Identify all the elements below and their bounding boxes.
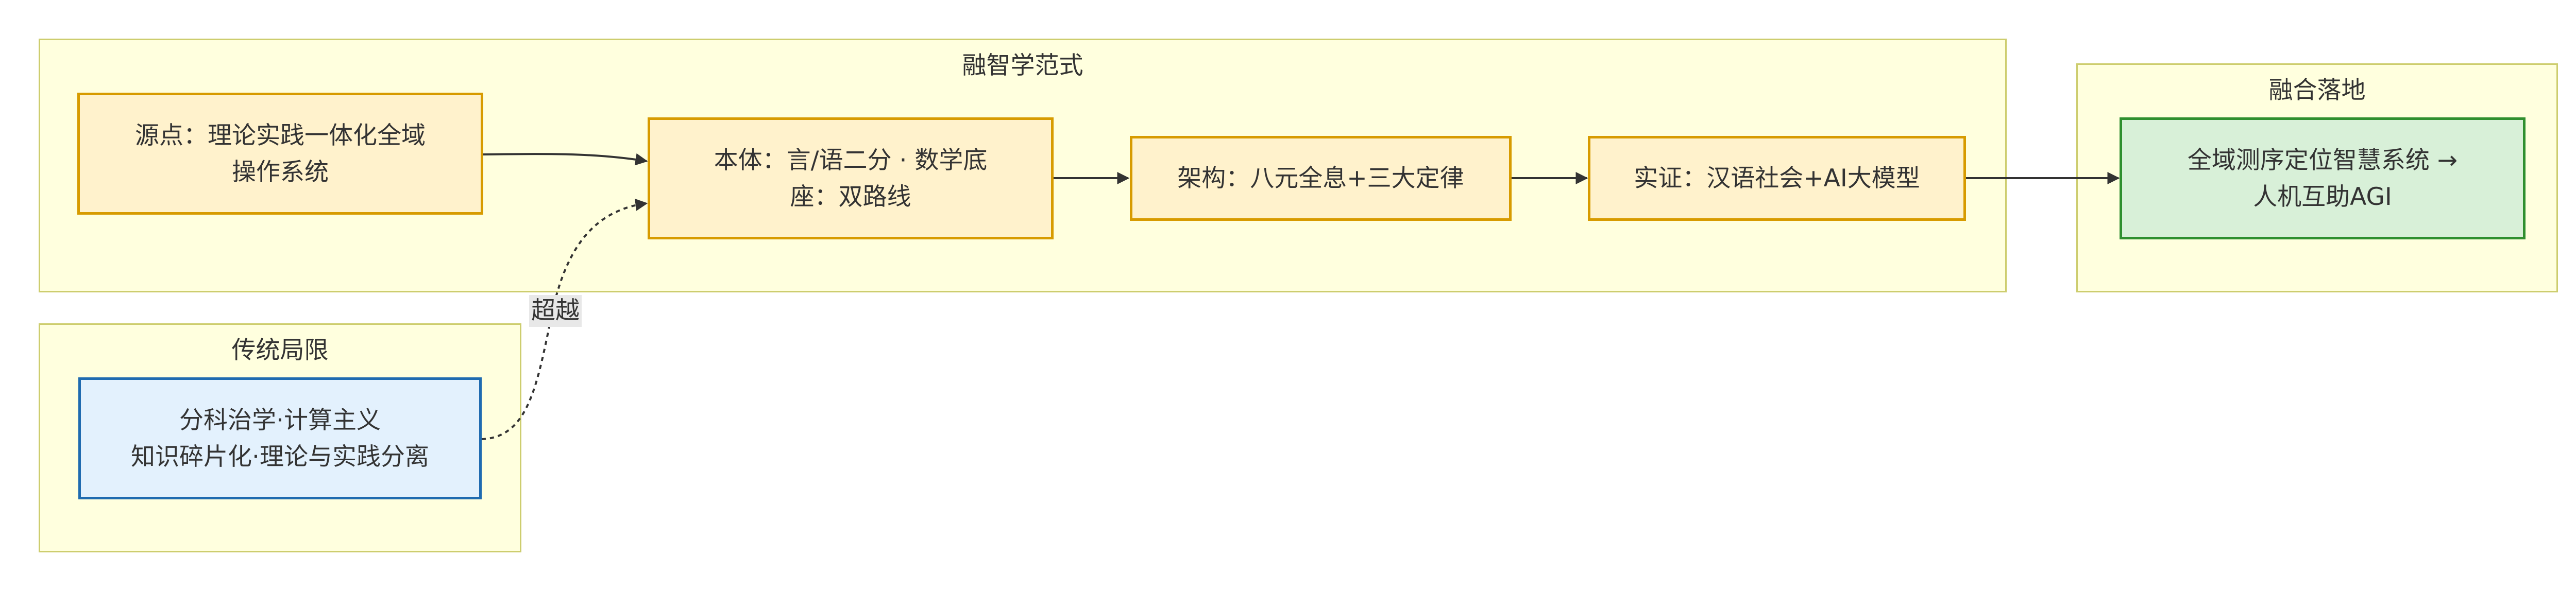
node-limits-line1: 分科治学·计算主义 — [179, 406, 381, 434]
node-system-line2: 人机互助AGI — [2253, 182, 2392, 211]
cluster-paradigm-title: 融智学范式 — [962, 51, 1083, 80]
cluster-traditional-title: 传统局限 — [231, 336, 329, 364]
node-source-line2: 操作系统 — [232, 158, 329, 186]
node-source: 源点：理论实践一体化全域 操作系统 — [77, 93, 483, 215]
node-ontology: 本体：言/语二分 · 数学底 座：双路线 — [648, 117, 1054, 239]
node-ontology-line2: 座：双路线 — [790, 182, 911, 211]
node-system: 全域测序定位智慧系统 → 人机互助AGI — [2120, 117, 2526, 239]
edge-source-to-ontology — [481, 153, 648, 166]
node-architecture-line1: 架构：八元全息+三大定律 — [1177, 164, 1464, 193]
node-validation-line1: 实证：汉语社会+AI大模型 — [1634, 164, 1920, 193]
node-source-line1: 源点：理论实践一体化全域 — [135, 121, 426, 150]
edge-label-transcend: 超越 — [529, 295, 582, 327]
node-system-line1: 全域测序定位智慧系统 → — [2187, 146, 2458, 175]
cluster-landing-title: 融合落地 — [2268, 76, 2366, 105]
node-limits: 分科治学·计算主义 知识碎片化·理论与实践分离 — [78, 377, 482, 499]
node-architecture: 架构：八元全息+三大定律 — [1130, 136, 1512, 221]
node-ontology-line1: 本体：言/语二分 · 数学底 — [714, 146, 988, 175]
node-validation: 实证：汉语社会+AI大模型 — [1588, 136, 1966, 221]
node-limits-line2: 知识碎片化·理论与实践分离 — [131, 442, 429, 471]
